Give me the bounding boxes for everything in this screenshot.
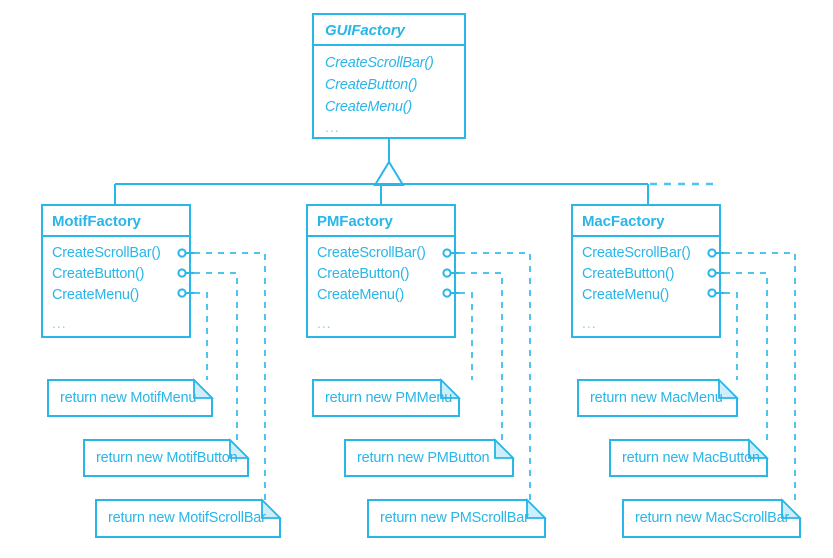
note-text-pmscrollbar: return new PMScrollBar: [380, 510, 529, 526]
note-fold-line-macmenu: [718, 380, 737, 399]
port-button-motiffactory: [177, 268, 187, 278]
class-ellipsis-macfactory: ...: [582, 315, 597, 331]
note-fold-pmscrollbar: [526, 498, 547, 519]
note-text-macscrollbar: return new MacScrollBar: [635, 510, 790, 526]
class-box-macfactory: [571, 204, 721, 338]
note-fold-motifmenu: [193, 378, 214, 399]
class-method-macfactory-createmenu: CreateMenu(): [582, 287, 670, 303]
note-fold-pmbutton: [494, 438, 515, 459]
class-method-macfactory-createbutton: CreateButton(): [582, 266, 675, 282]
class-method-guifactory-createscrollbar: CreateScrollBar(): [325, 55, 434, 71]
class-method-macfactory-createscrollbar: CreateScrollBar(): [582, 245, 691, 261]
note-text-motifmenu: return new MotifMenu: [60, 390, 197, 406]
note-box-motifbutton: [83, 439, 249, 477]
class-method-motiffactory-createmenu: CreateMenu(): [52, 287, 140, 303]
class-ellipsis-motiffactory: ...: [52, 315, 67, 331]
note-fold-line-pmmenu: [440, 380, 459, 399]
class-title-motiffactory: MotifFactory: [52, 213, 141, 230]
note-fold-line-macscrollbar: [781, 500, 800, 519]
class-method-guifactory-createmenu: CreateMenu(): [325, 99, 413, 115]
note-text-motifbutton: return new MotifButton: [96, 450, 238, 466]
note-text-pmbutton: return new PMButton: [357, 450, 490, 466]
note-box-motifscrollbar: [95, 499, 281, 538]
note-link-menu-macfactory: [724, 292, 738, 380]
note-box-macscrollbar: [622, 499, 801, 538]
note-link-menu-pmfactory: [459, 292, 473, 380]
class-title-macfactory: MacFactory: [582, 213, 665, 230]
note-box-macbutton: [609, 439, 768, 477]
note-box-macmenu: [577, 379, 738, 417]
class-method-pmfactory-createmenu: CreateMenu(): [317, 287, 405, 303]
note-text-macbutton: return new MacButton: [622, 450, 760, 466]
port-button-macfactory: [707, 268, 717, 278]
inheritance-triangle: [373, 160, 405, 186]
note-text-macmenu: return new MacMenu: [590, 390, 723, 406]
port-menu-macfactory: [707, 288, 717, 298]
class-method-pmfactory-createbutton: CreateButton(): [317, 266, 410, 282]
note-box-pmscrollbar: [367, 499, 546, 538]
class-method-guifactory-createbutton: CreateButton(): [325, 77, 418, 93]
note-link-menu-motiffactory: [194, 292, 208, 380]
class-method-motiffactory-createscrollbar: CreateScrollBar(): [52, 245, 161, 261]
note-box-pmmenu: [312, 379, 460, 417]
class-title-guifactory: GUIFactory: [325, 22, 405, 39]
class-method-pmfactory-createscrollbar: CreateScrollBar(): [317, 245, 426, 261]
class-ellipsis-pmfactory: ...: [317, 315, 332, 331]
class-ellipsis-guifactory: ...: [325, 119, 340, 135]
port-scrollbar-motiffactory: [177, 248, 187, 258]
port-scrollbar-macfactory: [707, 248, 717, 258]
note-fold-line-motifmenu: [193, 380, 212, 399]
note-text-pmmenu: return new PMMenu: [325, 390, 453, 406]
note-text-motifscrollbar: return new MotifScrollBar: [108, 510, 266, 526]
port-menu-pmfactory: [442, 288, 452, 298]
note-fold-line-motifbutton: [229, 440, 248, 459]
class-method-motiffactory-createbutton: CreateButton(): [52, 266, 145, 282]
note-fold-line-pmbutton: [494, 440, 513, 459]
class-box-guifactory: [312, 13, 466, 139]
port-button-pmfactory: [442, 268, 452, 278]
port-menu-motiffactory: [177, 288, 187, 298]
note-link-button-pmfactory: [459, 272, 503, 440]
note-box-pmbutton: [344, 439, 514, 477]
class-box-motiffactory: [41, 204, 191, 338]
note-fold-line-macbutton: [748, 440, 767, 459]
port-scrollbar-pmfactory: [442, 248, 452, 258]
note-link-button-macfactory: [724, 272, 768, 440]
class-box-pmfactory: [306, 204, 456, 338]
note-link-button-motiffactory: [194, 272, 238, 440]
note-box-motifmenu: [47, 379, 213, 417]
class-title-pmfactory: PMFactory: [317, 213, 393, 230]
note-fold-line-pmscrollbar: [526, 500, 545, 519]
note-fold-line-motifscrollbar: [261, 500, 280, 519]
